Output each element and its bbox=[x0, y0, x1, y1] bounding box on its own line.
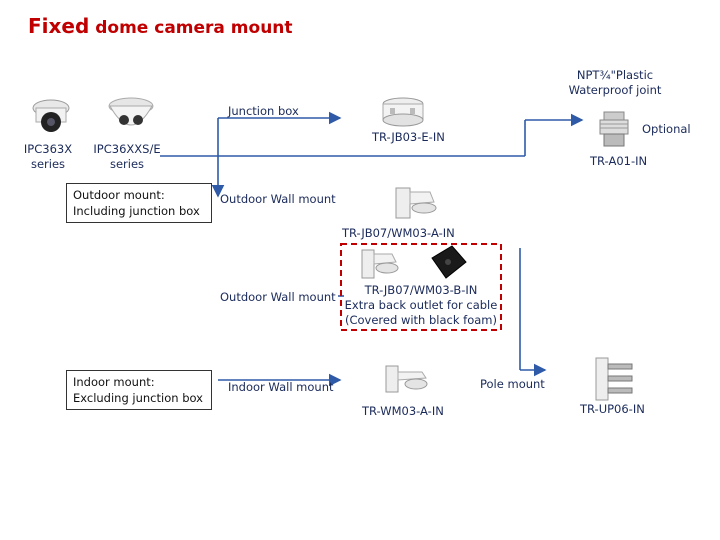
outdoor-mount-desc: Including junction box bbox=[73, 204, 200, 218]
outdoor-wall-mount-b-note2: (Covered with black foam) bbox=[345, 313, 497, 327]
outdoor-wall-mount-b-icon bbox=[361, 249, 399, 279]
title-rest: dome camera mount bbox=[95, 18, 293, 38]
outdoor-wall-mount-b-note1: Extra back outlet for cable bbox=[344, 298, 498, 312]
camera-series: series bbox=[109, 157, 145, 171]
indoor-wall-mount-icon bbox=[385, 365, 428, 393]
title-emphasis: Fixed bbox=[28, 14, 90, 38]
junction-box-icon bbox=[382, 97, 424, 127]
indoor-mount-box: Indoor mount: Excluding junction box bbox=[66, 370, 212, 410]
indoor-mount-desc: Excluding junction box bbox=[73, 391, 203, 405]
page-title: Fixed dome camera mount bbox=[28, 14, 293, 38]
outdoor-wall-mount-icon bbox=[395, 187, 437, 219]
ipc363x-camera-icon bbox=[32, 99, 70, 132]
npt-joint-line1: NPT¾"Plastic bbox=[576, 68, 654, 82]
pole-mount-model: TR-UP06-IN bbox=[580, 402, 645, 416]
outdoor-wall-mount-b-details: TR-JB07/WM03-B-IN Extra back outlet for … bbox=[343, 283, 499, 328]
indoor-mount-title: Indoor mount: bbox=[73, 375, 155, 389]
camera-label-ipc363x: IPC363X series bbox=[18, 142, 78, 172]
camera-model: IPC363X bbox=[23, 142, 73, 156]
junction-box-model: TR-JB03-E-IN bbox=[372, 130, 445, 144]
outdoor-wall-mount-b-label: Outdoor Wall mount bbox=[220, 290, 336, 304]
ipc36xxs-camera-icon bbox=[108, 97, 154, 126]
outdoor-mount-box: Outdoor mount: Including junction box bbox=[66, 183, 212, 223]
indoor-wall-mount-model: TR-WM03-A-IN bbox=[362, 404, 444, 418]
npt-joint-label: NPT¾"Plastic Waterproof joint bbox=[556, 68, 674, 98]
camera-series: series bbox=[30, 157, 66, 171]
outdoor-wall-mount-model: TR-JB07/WM03-A-IN bbox=[342, 226, 455, 240]
black-foam-cover-icon bbox=[431, 245, 467, 279]
junction-box-label: Junction box bbox=[228, 104, 299, 118]
outdoor-mount-title: Outdoor mount: bbox=[73, 188, 165, 202]
pole-mount-label: Pole mount bbox=[480, 377, 545, 391]
outdoor-b-dashed-box bbox=[340, 243, 502, 331]
indoor-wall-mount-label: Indoor Wall mount bbox=[228, 380, 334, 394]
camera-label-ipc36xxs: IPC36XXS/E series bbox=[86, 142, 168, 172]
outdoor-wall-mount-b-model: TR-JB07/WM03-B-IN bbox=[364, 283, 478, 297]
outdoor-wall-mount-label: Outdoor Wall mount bbox=[220, 192, 336, 206]
optional-label: Optional bbox=[642, 122, 691, 136]
camera-model: IPC36XXS/E bbox=[93, 142, 161, 156]
waterproof-joint-icon bbox=[599, 111, 629, 147]
npt-joint-line2: Waterproof joint bbox=[568, 83, 662, 97]
pole-mount-icon bbox=[595, 357, 633, 401]
optional-model: TR-A01-IN bbox=[590, 154, 648, 168]
